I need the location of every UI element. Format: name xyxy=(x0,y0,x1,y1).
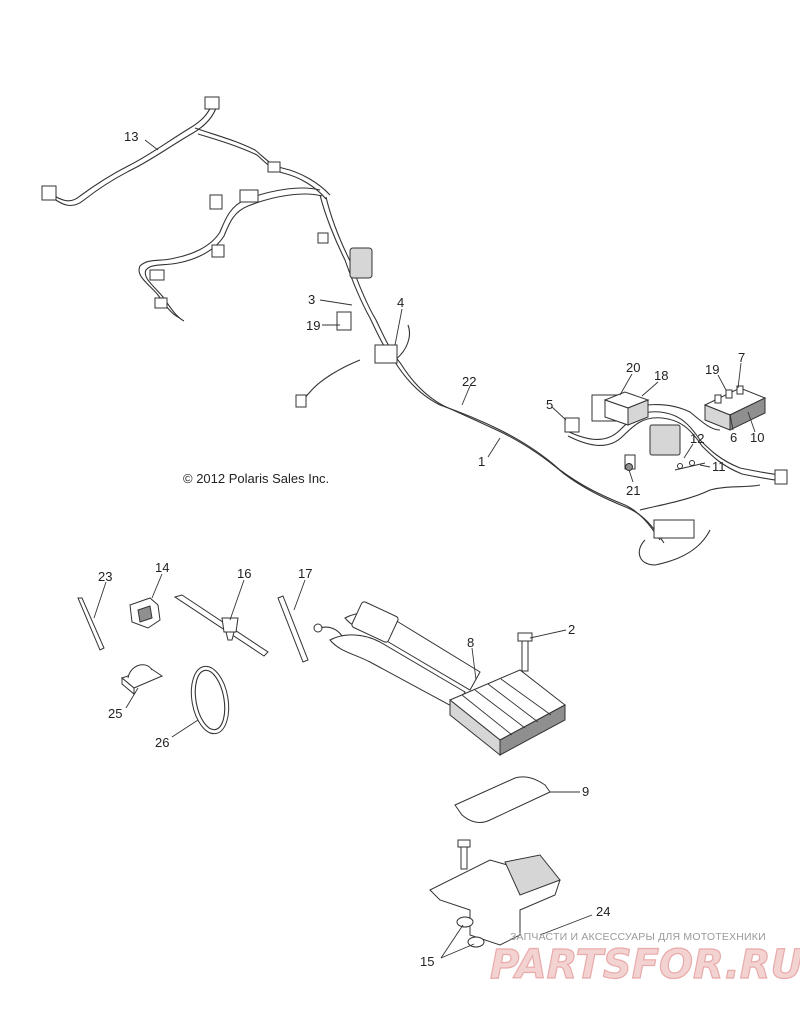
cable-tie-17 xyxy=(277,595,309,663)
callout-11: 11 xyxy=(712,459,726,474)
bolt-2 xyxy=(517,632,533,672)
band-26 xyxy=(190,665,230,735)
cable-tie-23 xyxy=(77,597,105,651)
callout-7: 7 xyxy=(738,350,745,365)
cable-tie-16 xyxy=(173,594,269,657)
callout-labels: 1 2 3 4 5 6 7 8 9 10 11 12 13 14 15 16 1… xyxy=(98,129,764,969)
fuse-relay-block xyxy=(703,385,767,431)
callout-22: 22 xyxy=(462,374,476,389)
callout-2: 2 xyxy=(568,622,575,637)
callout-23: 23 xyxy=(98,569,112,584)
callout-4: 4 xyxy=(397,295,404,310)
callout-25: 25 xyxy=(108,706,122,721)
copyright-notice: © 2012 Polaris Sales Inc. xyxy=(183,471,329,486)
callout-8: 8 xyxy=(467,635,474,650)
callout-17: 17 xyxy=(298,566,312,581)
small-pins xyxy=(625,460,706,471)
callout-19-left: 19 xyxy=(306,318,320,333)
main-wire-harness xyxy=(41,96,788,566)
callout-3: 3 xyxy=(308,292,315,307)
callout-26: 26 xyxy=(155,735,169,750)
callout-6: 6 xyxy=(730,430,737,445)
callout-18: 18 xyxy=(654,368,668,383)
clip-14 xyxy=(129,597,161,629)
callout-12: 12 xyxy=(690,431,704,446)
module-box xyxy=(603,391,650,426)
callout-5: 5 xyxy=(546,397,553,412)
watermark: ЗАПЧАСТИ И АКСЕССУАРЫ ДЛЯ МОТОТЕХНИКИ PA… xyxy=(489,931,800,989)
bracket-24 xyxy=(429,839,561,946)
callout-16: 16 xyxy=(237,566,251,581)
callout-15: 15 xyxy=(420,954,434,969)
callout-1: 1 xyxy=(478,454,485,469)
watermark-caption: ЗАПЧАСТИ И АКСЕССУАРЫ ДЛЯ МОТОТЕХНИКИ xyxy=(510,931,766,943)
clip-25 xyxy=(121,664,164,696)
callout-20: 20 xyxy=(626,360,640,375)
callout-19-right: 19 xyxy=(705,362,719,377)
leader-lines xyxy=(93,139,756,959)
callout-10: 10 xyxy=(750,430,764,445)
watermark-brand: PARTSFOR.RU xyxy=(490,942,800,988)
callout-9: 9 xyxy=(582,784,589,799)
callout-13: 13 xyxy=(124,129,138,144)
regulator-8 xyxy=(313,601,566,757)
callout-14: 14 xyxy=(155,560,169,575)
callout-24: 24 xyxy=(596,904,610,919)
callout-21: 21 xyxy=(626,483,640,498)
plate-9 xyxy=(454,776,551,823)
nuts-15 xyxy=(456,916,485,948)
